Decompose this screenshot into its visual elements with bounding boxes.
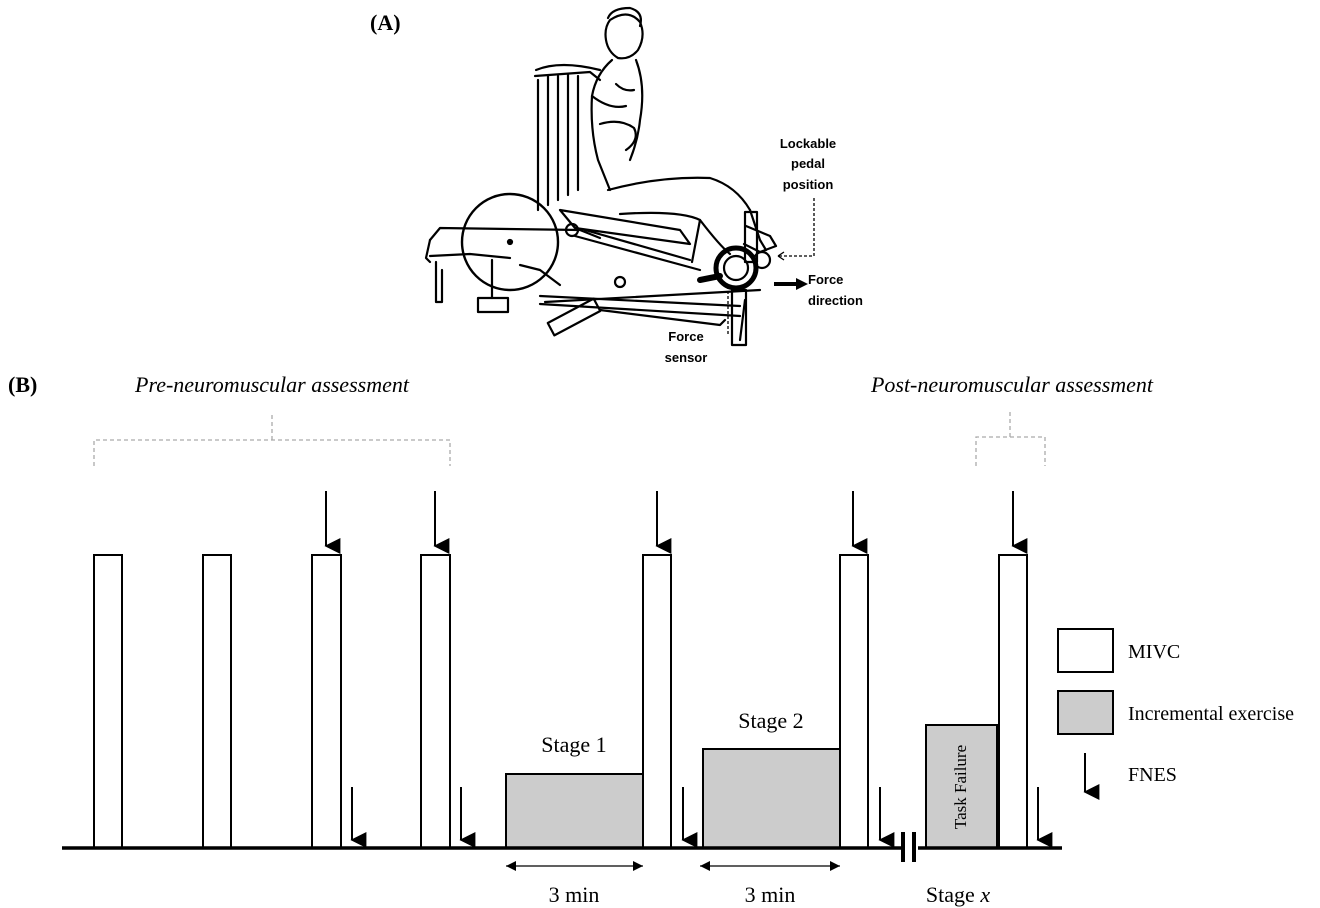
legend-incremental-swatch [1057,690,1114,735]
duration-label-1: 3 min [549,882,600,907]
svg-text:Lockable: Lockable [780,136,836,151]
timeline-break [901,832,916,862]
stage-1-label: Stage 1 [541,732,606,757]
svg-text:Force: Force [668,329,703,344]
pre-assessment-bracket [93,414,451,466]
svg-text:pedal: pedal [791,156,825,171]
legend-mivc-swatch [1057,628,1114,673]
panel-a-label: (A) [370,10,401,35]
mivc-bar-2 [202,554,232,849]
post-assessment-title: Post-neuromuscular assessment [870,372,1154,397]
flywheel [460,192,560,292]
force-sensor-ring [713,245,759,291]
svg-text:direction: direction [808,293,863,308]
mivc-bar-4 [420,554,451,849]
svg-text:position: position [783,177,834,192]
legend-incremental-label: Incremental exercise [1128,703,1294,725]
post-assessment-bracket [975,412,1046,466]
duration-stage-2 [700,861,840,871]
fnes-arrows-top [324,491,1028,554]
duration-label-2: 3 min [745,882,796,907]
ergometer-illustration [424,6,778,347]
stage-x-label: Stage x [926,882,990,907]
mivc-bar-3 [311,554,342,849]
svg-text:sensor: sensor [665,350,708,365]
mivc-bar-5 [642,554,672,849]
mivc-bar-1 [93,554,123,849]
mivc-bar-6 [839,554,869,849]
mivc-bar-7 [998,554,1028,849]
stage-2-block [702,748,841,849]
legend-mivc-label: MIVC [1128,641,1180,663]
pre-assessment-title: Pre-neuromuscular assessment [134,372,410,397]
panel-b-label: (B) [8,372,37,397]
annotation-force-sensor: Force sensor [665,286,729,365]
svg-text:Force: Force [808,272,843,287]
legend: MIVC Incremental exercise FNES [1057,628,1294,800]
fnes-arrows-bottom [350,787,1053,848]
duration-stage-1 [506,861,643,871]
stage-2-label: Stage 2 [738,708,803,733]
legend-fnes-label: FNES [1128,764,1177,786]
annotation-pedal-position: Lockable pedal position [777,136,836,261]
task-failure-label: Task Failure [951,745,970,829]
stage-1-block [505,773,644,849]
person-head [604,13,644,60]
annotation-force-direction: Force direction [774,272,863,308]
